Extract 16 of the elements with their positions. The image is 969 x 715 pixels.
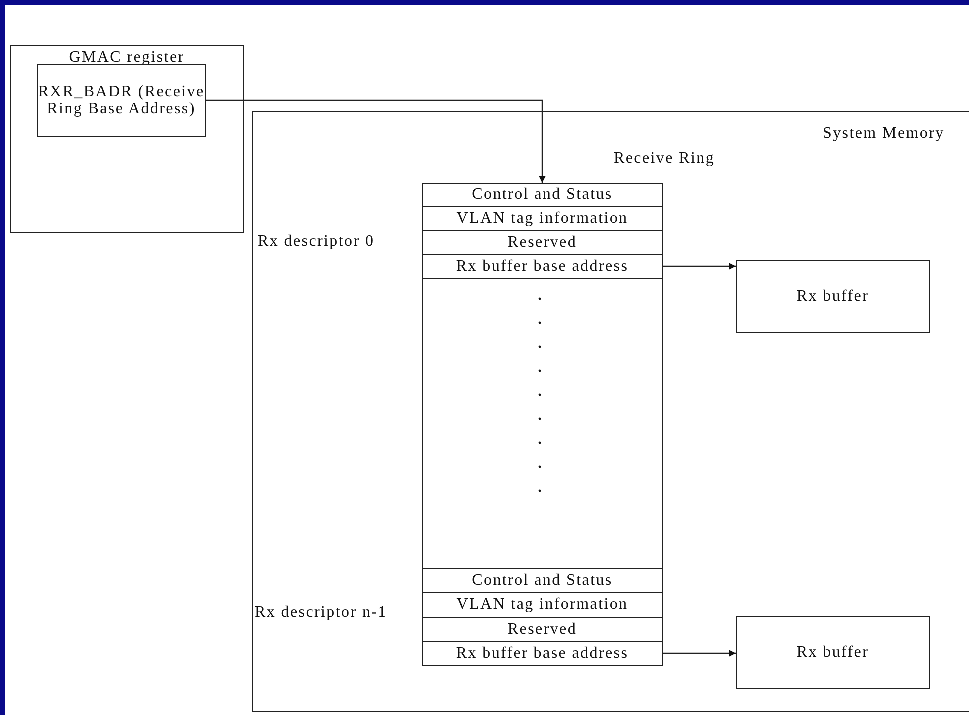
ring-heading: Receive Ring bbox=[614, 150, 716, 168]
register-field-box bbox=[37, 64, 206, 137]
box-label: GMAC register bbox=[68, 49, 186, 67]
buffer-box bbox=[736, 260, 930, 333]
arrow bbox=[663, 650, 736, 657]
box-label: Rx buffer bbox=[796, 644, 870, 662]
descriptor-label: Rx descriptor 0 bbox=[258, 233, 375, 251]
box-label: RXR_BADR (Receive Ring Base Address) bbox=[38, 82, 205, 118]
box-label: System Memory bbox=[823, 125, 945, 143]
arrow bbox=[206, 100, 546, 183]
descriptor-label: Rx descriptor n-1 bbox=[255, 604, 388, 622]
buffer-box bbox=[736, 616, 930, 689]
box-label: Rx buffer bbox=[796, 288, 870, 306]
register-box bbox=[10, 45, 244, 233]
memory-region-box bbox=[252, 111, 969, 712]
arrow bbox=[663, 263, 736, 270]
